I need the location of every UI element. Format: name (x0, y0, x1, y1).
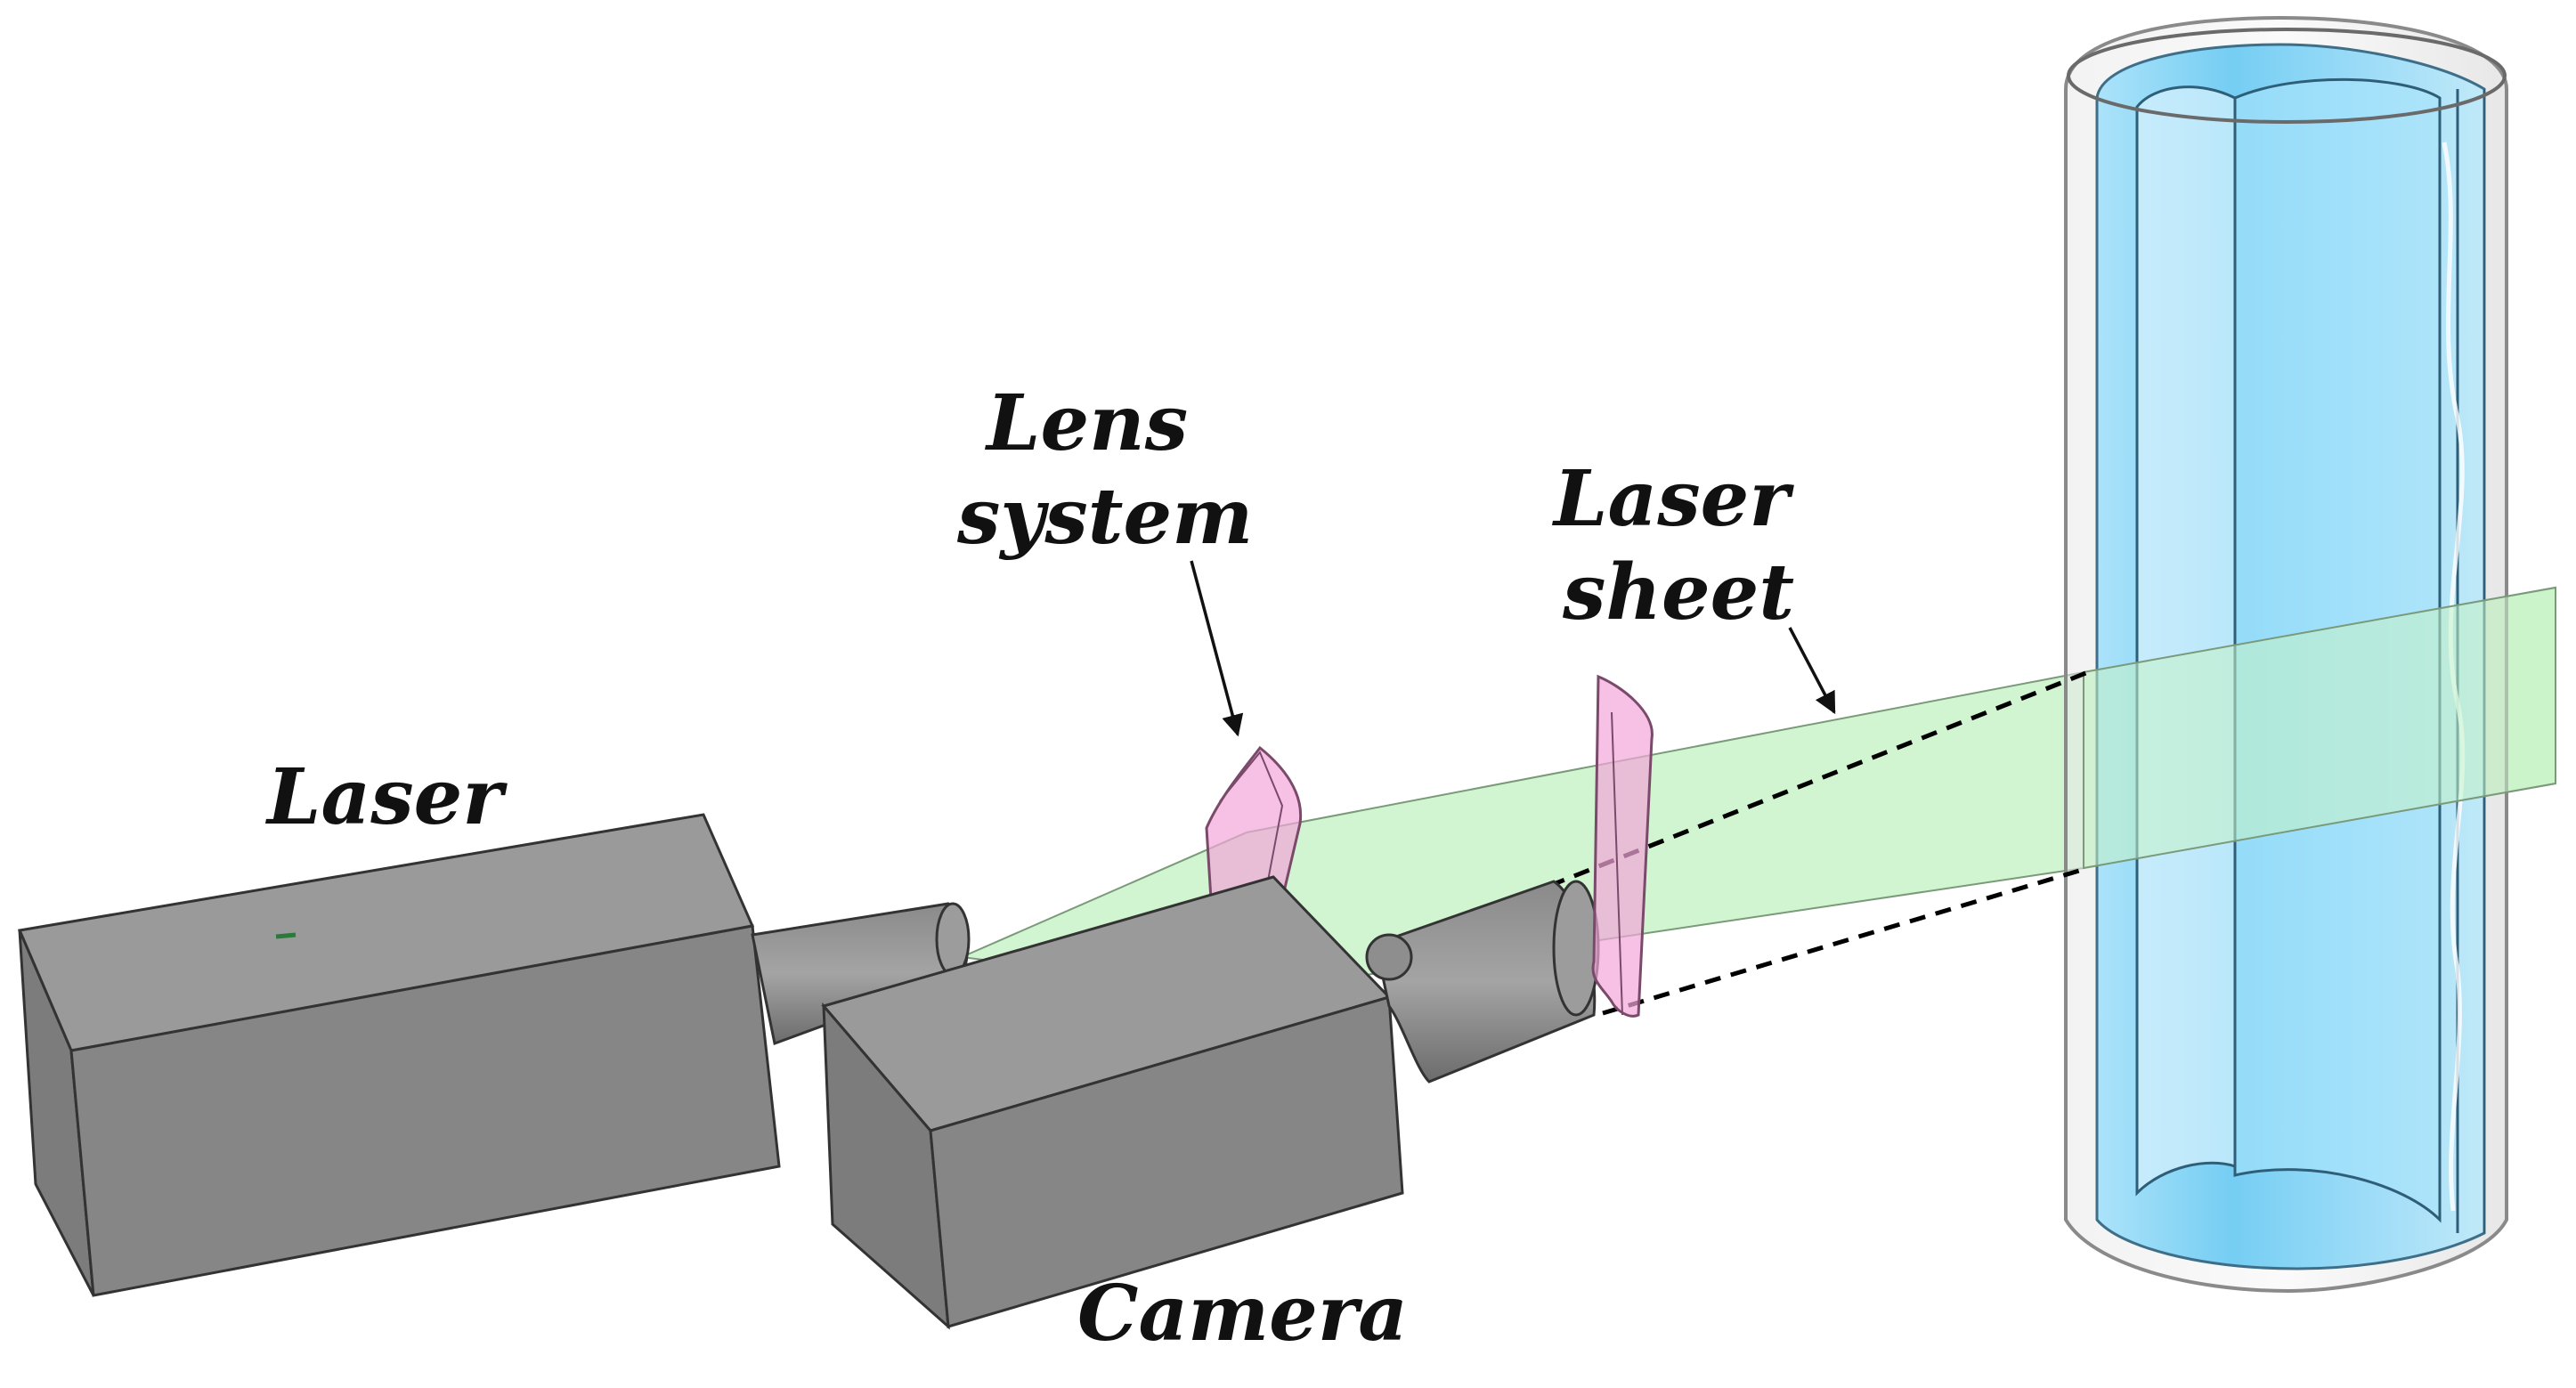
fov-line-lower (1602, 865, 2089, 1016)
sheet-label-line1: Laser (1551, 454, 1794, 544)
fov-line-upper (1548, 670, 2089, 889)
camera-unit (821, 875, 1600, 1330)
laser-unit (17, 813, 971, 1297)
camera-objective-end (1552, 880, 1600, 1017)
tube-cut-face (2135, 85, 2237, 1197)
sheet-arrow (1788, 627, 1836, 715)
laser-indicator (275, 932, 297, 939)
filter-edge (1611, 711, 1623, 1016)
lens-arrow (1190, 560, 1244, 737)
laser-side-face (69, 924, 781, 1297)
lens-facet (1219, 751, 1284, 900)
camera-side-face (929, 995, 1404, 1328)
annotation-arrows (1190, 560, 1836, 737)
sheet-label-line2: sheet (1562, 548, 1794, 637)
laser-sheet-foreground (2083, 586, 2556, 870)
labels: Lens system Laser sheet Laser Camera (264, 378, 1794, 1359)
camera-objective-ring (1365, 933, 1413, 981)
filter-plate (1591, 674, 1654, 1018)
camera-fov (1548, 670, 2089, 1016)
lens-label-line1: Lens (984, 378, 1188, 468)
camera-filter (1591, 674, 1654, 1018)
tube-top-rim (2067, 28, 2507, 124)
laser-label: Laser (264, 752, 508, 842)
camera-label: Camera (1077, 1269, 1408, 1359)
lens-label-line2: system (956, 472, 1253, 562)
laser-nozzle-end (935, 902, 971, 977)
